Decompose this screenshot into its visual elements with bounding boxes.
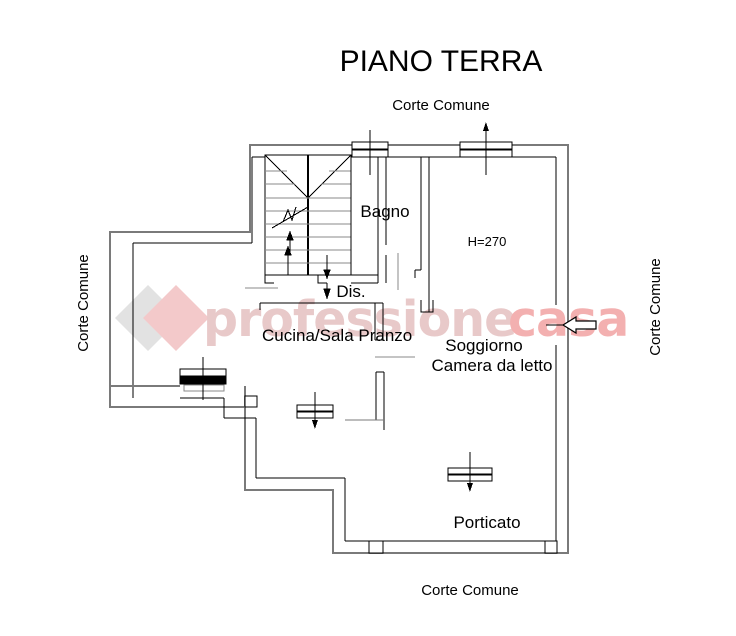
watermark-logo-icon	[115, 285, 209, 351]
outer-perimeter-wall	[109, 144, 569, 554]
room-label-porticato: Porticato	[453, 513, 520, 532]
room-label-camera: Camera da letto	[432, 356, 553, 375]
window-porticato	[447, 452, 493, 492]
room-label-disimpegno: Dis.	[336, 282, 365, 301]
page-title: PIANO TERRA	[340, 45, 543, 78]
window-soggiorno-top	[459, 122, 513, 175]
staircase	[264, 154, 352, 300]
edge-label-left: Corte Comune	[75, 254, 92, 352]
stair-break-symbol	[271, 206, 309, 229]
room-label-cucina: Cucina/Sala Pranzo	[262, 326, 412, 345]
entrance-door-arrow-icon	[546, 315, 597, 335]
window-bagno-top	[351, 130, 389, 175]
stair-treads	[265, 170, 351, 264]
stair-down-arrow	[323, 283, 331, 300]
edge-label-top: Corte Comune	[392, 97, 490, 114]
room-label-bagno: Bagno	[360, 202, 409, 221]
stair-base-jambs	[264, 275, 327, 284]
windows-group	[179, 122, 513, 492]
interior-partitions	[245, 155, 434, 430]
porticato-pillars	[244, 395, 558, 554]
annotation-ceiling-height: H=270	[468, 234, 507, 249]
watermark: professione casa	[115, 285, 629, 351]
outer-step-wall	[110, 385, 246, 407]
watermark-text-primary: professione	[203, 291, 516, 348]
partition-door-jamb	[420, 300, 434, 313]
room-label-soggiorno: Soggiorno	[445, 336, 523, 355]
window-lower-middle	[296, 392, 334, 429]
stair-direction-arrows	[284, 230, 331, 280]
stair-winders	[264, 154, 352, 199]
edge-label-bottom: Corte Comune	[421, 582, 519, 599]
window-cucina-left	[179, 357, 227, 400]
edge-label-right: Corte Comune	[647, 258, 664, 356]
